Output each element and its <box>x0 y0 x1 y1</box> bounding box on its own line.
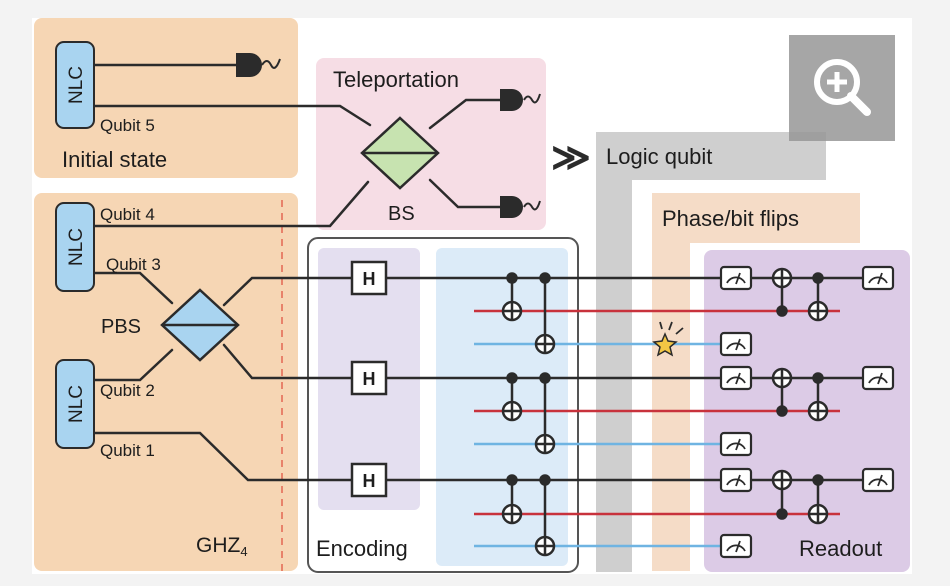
svg-text:H: H <box>363 269 376 289</box>
chevron-right-icon: ≫ <box>551 137 591 179</box>
wire-qubit4 <box>91 180 370 228</box>
meter-icon <box>719 467 753 493</box>
zoom-in-icon <box>814 59 871 116</box>
nlc-source-middle: NLC <box>55 202 95 292</box>
polarizing-beam-splitter <box>160 288 240 362</box>
svg-text:NLC: NLC <box>66 66 87 104</box>
ghz-region <box>34 193 298 571</box>
meter-group <box>719 265 895 559</box>
qubit3-label: Qubit 3 <box>106 255 161 274</box>
encoding-label: Encoding <box>316 536 408 561</box>
wire-qubit1 <box>91 431 722 482</box>
detector-icon <box>236 53 281 77</box>
detector-icon <box>500 89 541 111</box>
qubit2-label: Qubit 2 <box>100 381 155 400</box>
meter-icon <box>861 365 895 391</box>
hadamard-gate: H <box>350 462 388 498</box>
wire-qubit2 <box>91 348 174 382</box>
svg-text:H: H <box>363 471 376 491</box>
teleportation-label: Teleportation <box>333 67 459 92</box>
nlc-source-top: NLC <box>55 41 95 129</box>
encoding-cnot-region <box>436 248 568 566</box>
phase-bit-flips-label: Phase/bit flips <box>662 206 799 231</box>
beam-splitter <box>360 116 440 190</box>
readout-label: Readout <box>799 536 882 561</box>
meter-icon <box>719 365 753 391</box>
ghz-label: GHZ4 <box>196 534 248 559</box>
wire-bs-out-up <box>428 98 502 130</box>
qubit4-label: Qubit 4 <box>100 205 155 224</box>
wire-bs-out-down <box>428 178 502 209</box>
meter-icon <box>719 533 753 559</box>
error-star-icon <box>652 321 684 357</box>
meter-icon <box>719 331 753 357</box>
logic-qubit-column <box>596 132 632 572</box>
phase-flips-column <box>652 193 690 571</box>
encoding-cnot-group <box>501 272 556 557</box>
wire-qubit5 <box>91 104 372 127</box>
initial-state-region <box>34 18 298 178</box>
qubit1-label: Qubit 1 <box>100 441 155 460</box>
wire-pbs-out-top <box>222 276 722 307</box>
logic-qubit-band <box>596 132 826 180</box>
pbs-label: PBS <box>101 316 141 338</box>
wire-qubit3 <box>91 271 174 305</box>
logic-qubit-label: Logic qubit <box>606 144 712 169</box>
svg-text:NLC: NLC <box>66 385 87 423</box>
bs-label: BS <box>388 203 415 225</box>
qubit5-label: Qubit 5 <box>100 116 155 135</box>
nlc-source-bottom: NLC <box>55 359 95 449</box>
wire-pbs-out-bottom <box>222 343 722 380</box>
svg-text:H: H <box>363 369 376 389</box>
meter-icon <box>719 431 753 457</box>
detector-icon <box>500 196 541 218</box>
initial-state-label: Initial state <box>62 147 167 172</box>
readout-cnot-group <box>771 267 829 525</box>
meter-icon <box>861 265 895 291</box>
zoom-button[interactable] <box>789 35 895 141</box>
meter-icon <box>719 265 753 291</box>
svg-text:NLC: NLC <box>66 228 87 266</box>
hadamard-gate: H <box>350 360 388 396</box>
hadamard-gate: H <box>350 260 388 296</box>
meter-icon <box>861 467 895 493</box>
